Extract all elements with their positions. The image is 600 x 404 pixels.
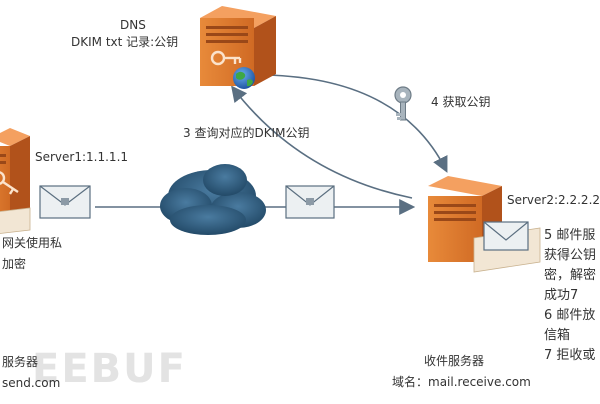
receiver-note: 5 邮件服 (544, 228, 596, 243)
receiver-note: 密，解密 (544, 268, 597, 283)
lock-icon (61, 198, 69, 205)
key-icon (210, 50, 242, 66)
step3-label: 3 查询对应的DKIM公钥 (183, 126, 310, 140)
receiver-note: 成功7 (544, 288, 579, 303)
sender-note-line1: 网关使用私 (2, 236, 63, 250)
receiver-role: 收件服务器 (424, 354, 485, 368)
sender-server-icon (0, 128, 31, 234)
receiver-note: 7 拒收或 (544, 348, 596, 363)
envelope-icon (39, 185, 91, 219)
connection-lines (95, 74, 448, 215)
key-icon (394, 86, 412, 121)
receiver-note: 6 邮件放 (544, 308, 596, 323)
envelope-icon (483, 221, 529, 251)
watermark: EEBUF (32, 346, 187, 392)
lock-icon (306, 198, 314, 205)
receiver-note: 获得公钥 (544, 248, 597, 263)
key-icon (0, 171, 19, 195)
cloud-icon (160, 164, 266, 235)
sender-server-label: Server1:1.1.1.1 (35, 150, 129, 164)
sender-paper (0, 207, 31, 234)
step4-label: 4 获取公钥 (431, 95, 491, 109)
envelope-icon (285, 185, 335, 219)
receiver-domain: 域名：mail.receive.com (392, 375, 531, 389)
dns-title: DNS (120, 18, 146, 32)
sender-domain: send.com (2, 376, 61, 390)
query-arrow (231, 85, 413, 199)
dns-server-icon (200, 6, 276, 89)
receiver-server-label: Server2:2.2.2.2 (507, 193, 600, 207)
globe-icon (233, 67, 255, 89)
response-arrow (264, 74, 448, 173)
receiver-server-icon (428, 176, 541, 273)
sender-role: 服务器 (2, 355, 39, 369)
receiver-note: 信箱 (544, 328, 571, 343)
sender-note-line2: 加密 (2, 257, 27, 271)
dns-record-label: DKIM txt 记录:公钥 (71, 35, 179, 49)
